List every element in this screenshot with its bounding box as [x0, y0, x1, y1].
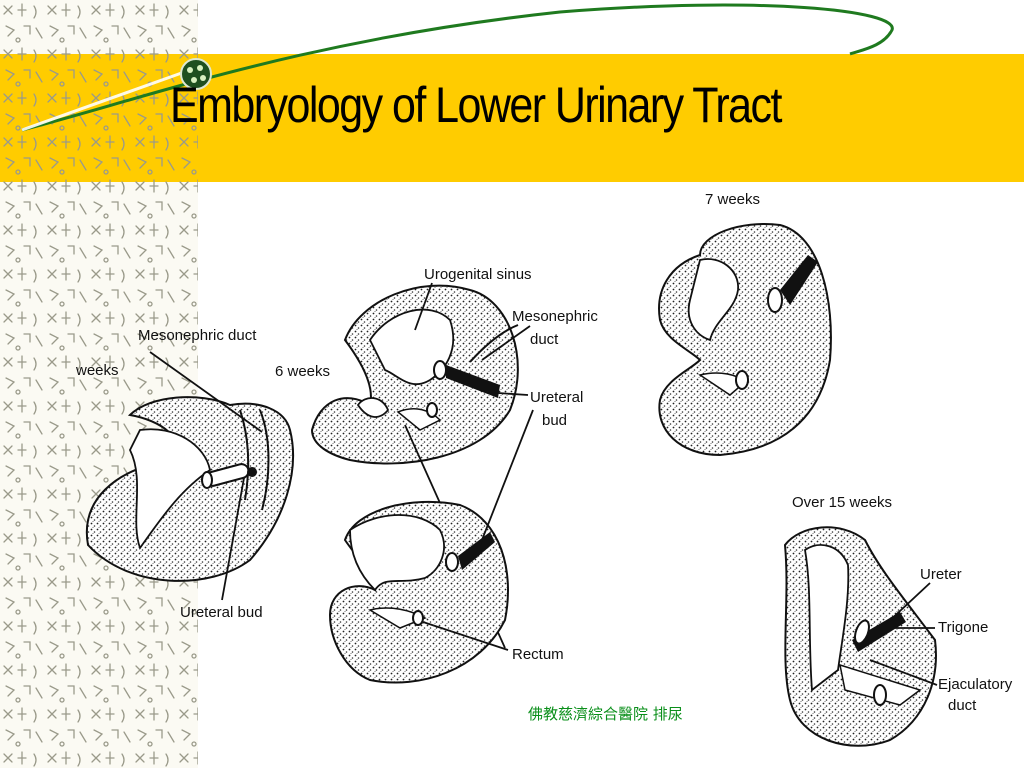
embryo-over-15-weeks — [783, 526, 938, 747]
label-mesonephric-duct-center-line1: Mesonephric — [512, 308, 598, 325]
label-7-weeks: 7 weeks — [705, 191, 760, 208]
slide-title: Embryology of Lower Urinary Tract — [170, 77, 782, 133]
title-swoosh-decoration — [21, 3, 894, 132]
label-over-15-weeks: Over 15 weeks — [792, 494, 892, 511]
label-urogenital-sinus: Urogenital sinus — [424, 266, 532, 283]
label-weeks-partial: weeks — [75, 362, 119, 379]
embryo-5-weeks — [85, 351, 294, 601]
label-trigone: Trigone — [938, 619, 988, 636]
footer-hospital-name: 佛教慈濟綜合醫院 排尿 — [528, 705, 683, 723]
label-mesonephric-duct-center-line2: duct — [530, 331, 559, 348]
label-ureteral-bud-center-line1: Ureteral — [530, 389, 583, 406]
title-bullet-icon — [180, 58, 212, 90]
embryo-6-weeks-lower — [328, 409, 534, 684]
embryo-6-weeks-upper — [310, 282, 531, 649]
label-6-weeks: 6 weeks — [275, 363, 330, 380]
label-ureter: Ureter — [920, 566, 962, 583]
label-ejaculatory-duct-line1: Ejaculatory — [938, 676, 1013, 693]
label-ureteral-bud-left: Ureteral bud — [180, 604, 263, 621]
label-ureteral-bud-center-line2: bud — [542, 412, 567, 429]
label-ejaculatory-duct-line2: duct — [948, 697, 977, 714]
label-rectum: Rectum — [512, 646, 564, 663]
embryo-7-weeks — [658, 223, 832, 457]
label-mesonephric-duct-left: Mesonephric duct — [138, 327, 257, 344]
